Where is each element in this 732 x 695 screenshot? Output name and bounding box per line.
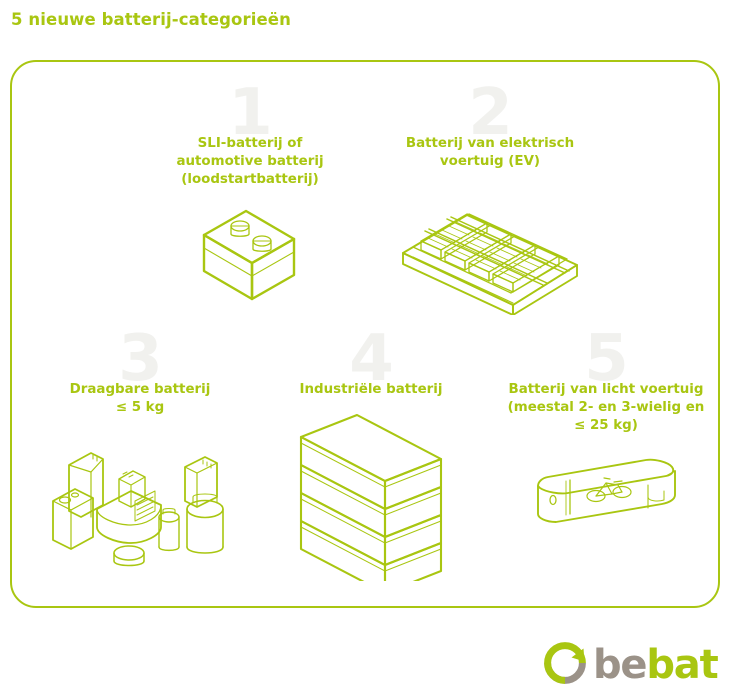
brand-logo: bebat xyxy=(543,640,723,690)
category-number: 1 xyxy=(228,76,273,150)
categories-panel xyxy=(10,60,720,608)
brand-wordmark-be: be xyxy=(593,642,648,688)
light-vehicle-battery-icon xyxy=(492,456,720,552)
category-number: 4 xyxy=(349,322,394,396)
category-item-3: 3 Draagbare batterij ≤ 5 kg xyxy=(20,322,260,571)
category-number: 3 xyxy=(118,322,163,396)
category-label: Batterij van elektrisch voertuig (EV) xyxy=(405,135,575,169)
category-label: Industriële batterij xyxy=(299,381,443,397)
bebat-circular-arrow-icon xyxy=(543,641,587,689)
category-item-2: 2 Batterij van elektrisch voertuig (EV) xyxy=(372,76,608,315)
brand-wordmark: bebat xyxy=(593,642,719,688)
category-label: Draagbare batterij ≤ 5 kg xyxy=(69,381,211,415)
category-number: 2 xyxy=(468,76,513,150)
category-label: Batterij van licht voertuig (meestal 2- … xyxy=(507,381,705,433)
portable-batteries-icon xyxy=(20,431,260,571)
page-title: 5 nieuwe batterij-categorieën xyxy=(11,10,291,29)
car-battery-icon xyxy=(130,198,370,310)
category-item-4: 4 Industriële batterij xyxy=(262,322,480,581)
category-item-5: 5 Batterij van licht voertuig (meestal 2… xyxy=(492,322,720,552)
ev-battery-pack-icon xyxy=(372,169,608,315)
category-number: 5 xyxy=(584,322,629,396)
industrial-battery-stack-icon xyxy=(262,409,480,581)
brand-wordmark-bat: bat xyxy=(646,642,718,688)
category-item-1: 1 SLI-batterij of automotive batterij (l… xyxy=(130,76,370,310)
category-label: SLI-batterij of automotive batterij (loo… xyxy=(176,135,324,187)
